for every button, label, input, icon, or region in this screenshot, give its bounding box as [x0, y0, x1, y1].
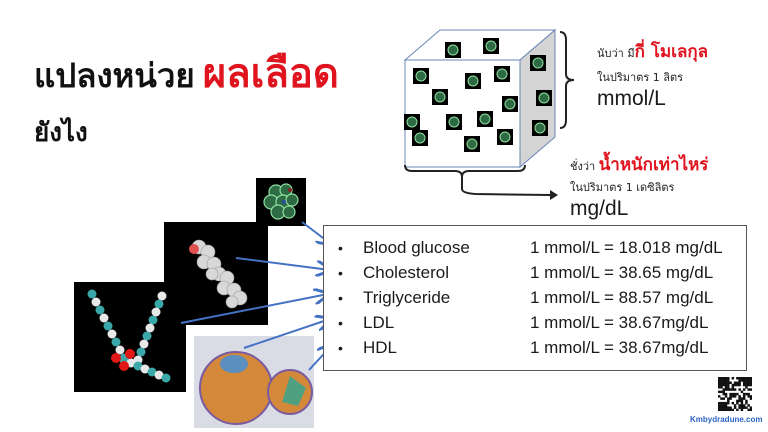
site-link[interactable]: Kmbydradune.com — [690, 415, 763, 424]
list-item: • Triglyceride 1 mmol/L = 88.57 mg/dL — [324, 286, 746, 310]
list-item: • LDL 1 mmol/L = 38.67mg/dL — [324, 311, 746, 335]
conversion-factor: 1 mmol/L = 38.67mg/dL — [530, 338, 709, 357]
page-title: แปลงหน่วยผลเลือด — [34, 54, 339, 94]
triglyceride-molecule-image — [74, 282, 186, 392]
conversion-list: • Blood glucose 1 mmol/L = 18.018 mg/dL … — [323, 225, 747, 371]
conversion-factor: 1 mmol/L = 38.65 mg/dL — [530, 263, 714, 282]
lipoprotein-image — [194, 336, 314, 428]
analyte-name: Cholesterol — [363, 263, 449, 282]
triglyceride-atoms — [87, 289, 171, 383]
conversion-factor: 1 mmol/L = 18.018 mg/dL — [530, 238, 723, 257]
arrow-cholesterol — [235, 257, 330, 270]
arrow-ldl — [243, 319, 330, 349]
title-black: แปลงหน่วย — [34, 56, 195, 95]
list-item: • Blood glucose 1 mmol/L = 18.018 mg/dL — [324, 236, 746, 260]
count-note: นับว่า มีกี่ โมเลกุล — [597, 42, 709, 62]
unit-mgdl: mg/dL — [570, 197, 629, 220]
arrow-triglyceride — [180, 294, 328, 324]
analyte-name: Triglyceride — [363, 288, 451, 307]
qr-code-icon[interactable] — [718, 377, 752, 411]
conversion-factor: 1 mmol/L = 88.57 mg/dL — [530, 288, 714, 307]
page-subtitle: ยังไง — [34, 118, 88, 148]
molecule-icons — [404, 38, 552, 152]
cholesterol-molecule-image — [164, 222, 268, 325]
analyte-name: HDL — [363, 338, 398, 357]
conversion-factor: 1 mmol/L = 38.67mg/dL — [530, 313, 709, 332]
list-item: • Cholesterol 1 mmol/L = 38.65 mg/dL — [324, 261, 746, 285]
list-item: • HDL 1 mmol/L = 38.67mg/dL — [324, 336, 746, 360]
title-red: ผลเลือด — [202, 51, 339, 97]
analyte-name: Blood glucose — [363, 238, 470, 257]
bracket-vertical — [559, 31, 575, 129]
weight-note: ชั่งว่า น้ำหนักเท่าไหร่ — [570, 155, 709, 175]
analyte-name: LDL — [363, 313, 395, 332]
glucose-molecule-image — [256, 178, 306, 226]
weight-volume: ในปริมาตร 1 เดซิลิตร — [570, 181, 675, 194]
cube-diagram — [403, 28, 557, 169]
count-volume: ในปริมาตร 1 ลิตร — [597, 71, 684, 84]
unit-mmol: mmol/L — [597, 87, 666, 110]
bracket-horizontal — [404, 164, 558, 200]
